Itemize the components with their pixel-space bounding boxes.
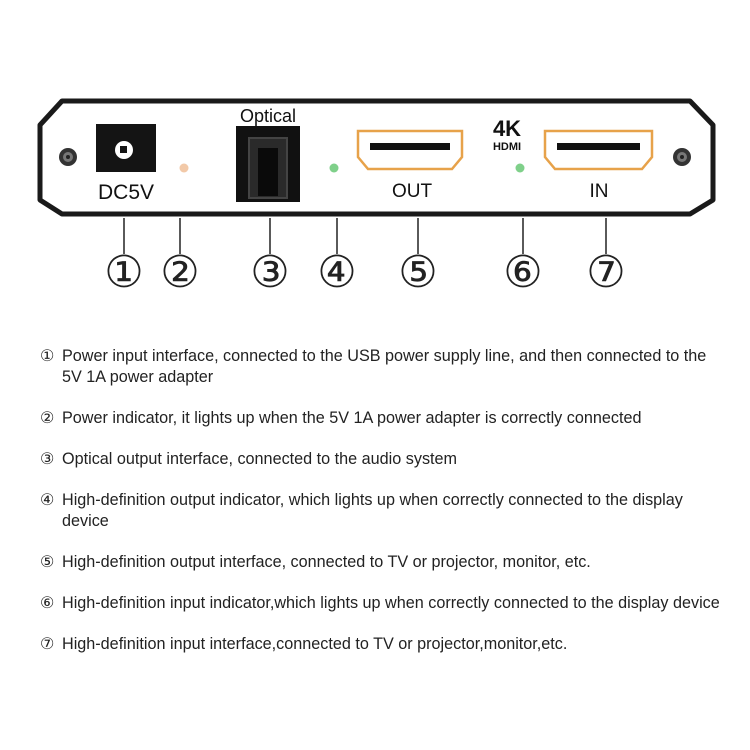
legend-text: High-definition output indicator, which … xyxy=(62,491,683,530)
callout-lines xyxy=(123,218,607,254)
legend-mark: ② xyxy=(40,410,55,427)
legend-item: ⑤ High-definition output interface, conn… xyxy=(40,552,730,573)
output-led-icon xyxy=(329,163,339,173)
in-label: IN xyxy=(590,181,609,202)
legend-item: ⑦ High-definition input interface,connec… xyxy=(40,634,730,655)
callout-4: ④ xyxy=(317,247,356,298)
dc-power-jack xyxy=(96,124,156,172)
legend-text: High-definition input interface,connecte… xyxy=(62,635,568,653)
legend-mark: ⑤ xyxy=(40,554,55,571)
legend-mark: ③ xyxy=(40,451,55,468)
legend-list: ① Power input interface, connected to th… xyxy=(40,346,730,675)
out-label: OUT xyxy=(392,181,433,202)
input-led-icon xyxy=(515,163,525,173)
optical-port xyxy=(236,126,300,202)
4k-hdmi-logo: 4K HDMI xyxy=(493,116,521,153)
legend-text: High-definition output interface, connec… xyxy=(62,553,591,571)
callout-6: ⑥ xyxy=(503,247,542,298)
legend-item: ⑥ High-definition input indicator,which … xyxy=(40,593,730,614)
legend-text: High-definition input indicator,which li… xyxy=(62,594,720,612)
callout-5: ⑤ xyxy=(398,247,437,298)
legend-item: ③ Optical output interface, connected to… xyxy=(40,449,730,470)
legend-item: ② Power indicator, it lights up when the… xyxy=(40,408,730,429)
logo-4k: 4K xyxy=(493,116,521,141)
legend-mark: ⑥ xyxy=(40,595,55,612)
legend-text: Optical output interface, connected to t… xyxy=(62,450,458,468)
legend-text: Power indicator, it lights up when the 5… xyxy=(62,409,642,427)
legend-mark: ① xyxy=(40,348,55,365)
screw-right-icon xyxy=(673,148,691,166)
dc-label: DC5V xyxy=(98,181,154,204)
hdmi-out-port xyxy=(356,129,464,171)
power-led-icon xyxy=(179,163,189,173)
legend-item: ① Power input interface, connected to th… xyxy=(40,346,730,388)
callout-3: ③ xyxy=(250,247,289,298)
logo-hdmi: HDMI xyxy=(493,141,521,153)
callout-7: ⑦ xyxy=(586,247,625,298)
legend-text: Power input interface, connected to the … xyxy=(62,347,707,386)
legend-mark: ⑦ xyxy=(40,636,55,653)
hdmi-in-port xyxy=(543,129,654,171)
device-diagram: DC5V Optical OUT 4K HDMI IN ① ② ③ ④ ⑤ xyxy=(37,98,716,298)
callout-2: ② xyxy=(160,247,199,298)
screw-left-icon xyxy=(59,148,77,166)
legend-mark: ④ xyxy=(40,492,55,509)
legend-item: ④ High-definition output indicator, whic… xyxy=(40,490,730,532)
callout-1: ① xyxy=(104,247,143,298)
optical-label: Optical xyxy=(240,106,296,126)
